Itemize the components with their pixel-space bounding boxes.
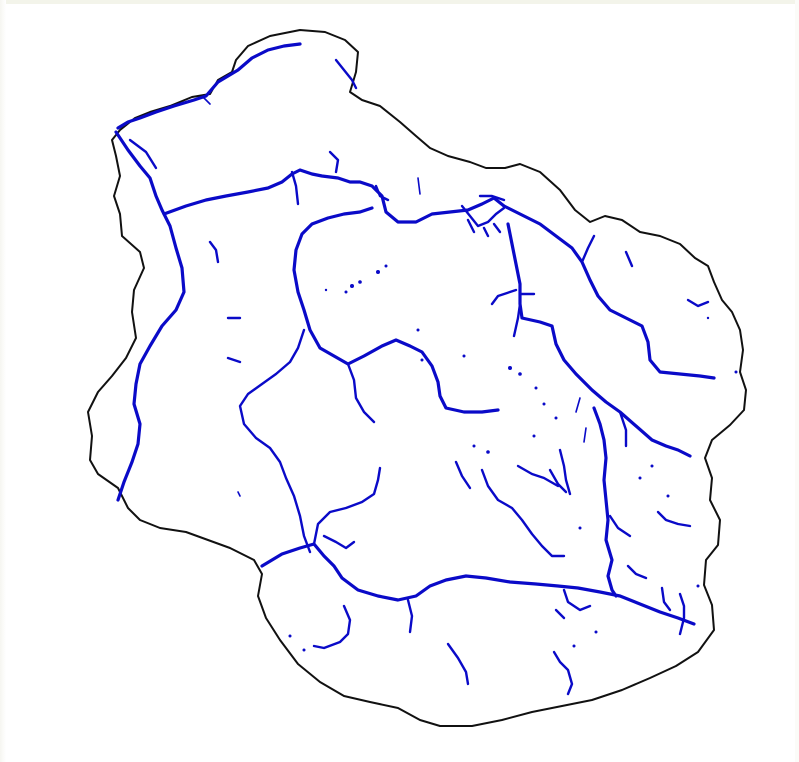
- pond: [518, 372, 522, 376]
- river-south-trib-7: [554, 608, 566, 620]
- pond: [554, 416, 558, 420]
- pond: [542, 402, 546, 406]
- river-southeast-main: [592, 406, 618, 598]
- river-southeast-trib-d: [660, 586, 672, 612]
- pond: [420, 358, 424, 362]
- pond-group: [288, 264, 738, 652]
- left-frame-strip: [0, 0, 6, 762]
- river-south-trib-5: [446, 642, 470, 686]
- pond: [376, 270, 380, 274]
- river-west-main: [114, 130, 186, 502]
- river-central-dendritic-6: [575, 397, 587, 443]
- river-southeast-trib-b: [656, 510, 692, 528]
- river-south-trib-3: [312, 604, 352, 650]
- river-east-upper: [502, 204, 716, 380]
- pond: [472, 444, 476, 448]
- river-east-trib-3: [686, 298, 710, 308]
- pond: [734, 370, 738, 374]
- river-central-dendritic-3: [516, 464, 560, 488]
- river-north-junction: [460, 194, 506, 238]
- river-central-west-loop: [292, 206, 500, 414]
- river-east-central: [506, 222, 692, 458]
- pond: [344, 290, 348, 294]
- river-north-coast: [116, 42, 302, 130]
- river-south-main: [260, 542, 696, 626]
- river-north-stub-1: [203, 97, 211, 105]
- river-network: [114, 42, 716, 696]
- river-north-trib-a: [328, 150, 340, 174]
- right-frame-strip: [795, 0, 799, 762]
- pond: [638, 476, 642, 480]
- river-east-trib-1: [580, 234, 596, 264]
- river-southeast-trib-a: [618, 410, 628, 448]
- pond: [706, 316, 710, 320]
- pond: [324, 288, 328, 292]
- river-southeast-trib-g: [608, 514, 632, 538]
- pond: [666, 494, 670, 498]
- pond: [532, 434, 536, 438]
- pond: [384, 264, 388, 268]
- pond: [462, 354, 466, 358]
- pond: [508, 366, 512, 370]
- river-south-trib-1: [312, 466, 382, 546]
- river-north-east-stub: [334, 58, 358, 90]
- top-frame-strip: [0, 0, 799, 4]
- pond: [578, 526, 582, 530]
- river-central-trib-2: [238, 328, 312, 554]
- river-southeast-trib-f: [562, 588, 592, 612]
- pond: [572, 644, 576, 648]
- river-north-trib-d: [417, 177, 421, 195]
- river-east-central-trib-a: [490, 288, 518, 306]
- river-stream-w3: [226, 356, 242, 364]
- pond: [288, 634, 292, 638]
- river-west-upper-trib: [128, 138, 158, 170]
- pond: [534, 386, 538, 390]
- pond: [594, 630, 598, 634]
- pond: [302, 648, 306, 652]
- river-central-dendritic-2: [548, 468, 568, 494]
- pond: [650, 464, 654, 468]
- pond: [696, 584, 700, 588]
- pond: [486, 450, 490, 454]
- river-south-trib-4: [406, 598, 414, 634]
- river-east-trib-2: [624, 250, 634, 268]
- river-southeast-trib-e: [678, 592, 686, 636]
- river-north-trib-b: [290, 170, 300, 206]
- river-central-dendritic-4: [480, 468, 566, 558]
- river-southeast-trib-c: [626, 564, 648, 580]
- river-central-dendritic-5: [454, 460, 472, 490]
- river-south-trib-2: [322, 534, 356, 550]
- pond: [350, 284, 354, 288]
- river-north-trib-c: [374, 184, 390, 202]
- region-boundary: [87, 29, 747, 727]
- pond: [416, 328, 420, 332]
- river-central-dendritic-1: [558, 448, 572, 496]
- river-east-central-trib-c: [512, 302, 522, 338]
- pond: [358, 280, 362, 284]
- river-stream-w4: [237, 491, 241, 497]
- river-central-trib-1: [346, 362, 376, 424]
- river-stream-w1: [208, 240, 220, 264]
- river-north-ridge: [162, 168, 506, 224]
- river-south-trib-6: [552, 650, 574, 696]
